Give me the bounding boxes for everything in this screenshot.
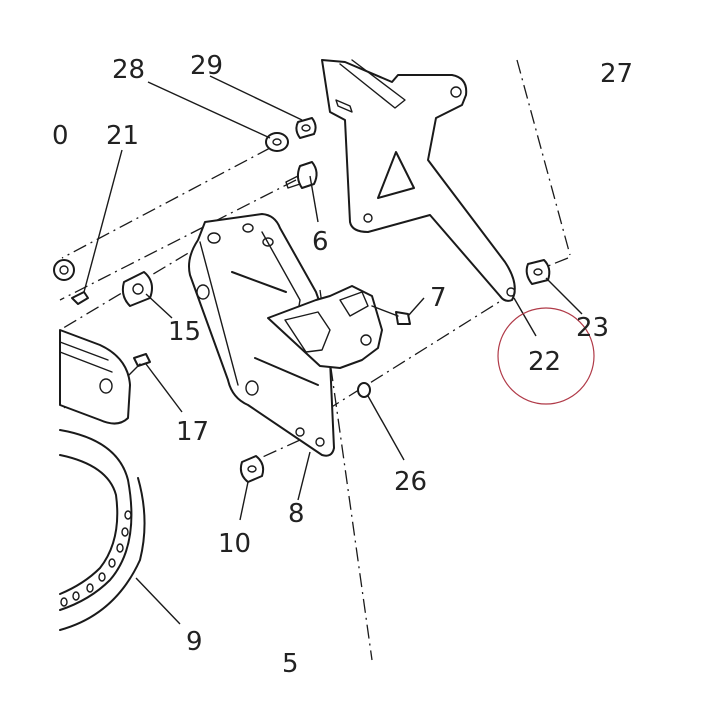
washer-edge bbox=[53, 259, 75, 281]
callout-labels: 28 29 27 21 0 6 7 15 23 22 17 26 8 10 9 … bbox=[52, 51, 633, 679]
leader-21 bbox=[83, 149, 123, 293]
axis-line-10 bbox=[244, 439, 301, 466]
bracket-hole-1 bbox=[207, 232, 221, 244]
bracket-hole-4 bbox=[196, 284, 210, 300]
mudguard-rim bbox=[59, 477, 146, 631]
bracket-slot-lower bbox=[254, 357, 319, 386]
plate-holder-slot bbox=[335, 99, 353, 113]
mudguard-inner-curve bbox=[59, 454, 119, 595]
mudguard-vent-holes bbox=[60, 510, 132, 607]
reflector-triangle-icon bbox=[377, 151, 415, 199]
callout-5: 5 bbox=[282, 649, 299, 679]
plate-holder-hole-left bbox=[363, 213, 373, 223]
screw-17 bbox=[133, 353, 151, 367]
spacer-29 bbox=[295, 117, 317, 139]
bracket-mount-arm bbox=[267, 285, 383, 369]
bracket-arm-boss bbox=[339, 291, 369, 317]
bracket-hole-7 bbox=[315, 437, 325, 447]
callout-29: 29 bbox=[190, 51, 223, 81]
bracket-hole-5 bbox=[245, 380, 259, 396]
leader-28 bbox=[147, 81, 271, 139]
leader-17 bbox=[145, 363, 183, 413]
axis-line-6 bbox=[59, 179, 297, 301]
leader-15 bbox=[145, 293, 173, 319]
plate-holder-edge bbox=[339, 59, 406, 109]
plate-holder-bracket bbox=[321, 59, 516, 302]
grommet-15 bbox=[121, 271, 153, 307]
leader-22 bbox=[513, 297, 537, 337]
callout-7: 7 bbox=[430, 283, 447, 313]
mudguard-outer-curve bbox=[59, 429, 133, 611]
callout-21: 21 bbox=[106, 121, 139, 151]
callout-26: 26 bbox=[394, 467, 427, 497]
leader-10 bbox=[239, 481, 249, 521]
plate-holder-hole-22 bbox=[506, 287, 516, 297]
bracket-slot-upper bbox=[231, 271, 287, 293]
callout-9: 9 bbox=[186, 627, 203, 657]
callout-22: 22 bbox=[528, 347, 561, 377]
side-plate-hole bbox=[99, 378, 113, 394]
side-plate bbox=[59, 329, 131, 425]
bracket-hole-6 bbox=[295, 427, 305, 437]
plate-holder-hole-top bbox=[450, 86, 462, 98]
axis-line-27 bbox=[516, 59, 571, 256]
leader-6 bbox=[309, 175, 319, 223]
main-bracket bbox=[188, 213, 383, 457]
bracket-arm-hole bbox=[360, 334, 372, 346]
bracket-arm-cutout bbox=[284, 311, 331, 353]
callout-6: 6 bbox=[312, 227, 329, 257]
callout-10: 10 bbox=[218, 529, 251, 559]
axis-line-26 bbox=[329, 291, 516, 409]
callout-28: 28 bbox=[112, 55, 145, 85]
leader-26 bbox=[367, 395, 405, 461]
washer-28 bbox=[265, 132, 289, 152]
spacer-23 bbox=[525, 259, 551, 285]
screw-21 bbox=[71, 291, 89, 305]
leader-lines bbox=[83, 75, 583, 625]
callout-27: 27 bbox=[600, 59, 633, 89]
callout-15: 15 bbox=[168, 317, 201, 347]
screw-7 bbox=[395, 311, 411, 325]
bracket-hole-3 bbox=[262, 237, 274, 247]
side-plate-ribs bbox=[59, 341, 113, 373]
callout-23: 23 bbox=[576, 313, 609, 343]
axis-line-28 bbox=[61, 147, 271, 259]
nut-10 bbox=[239, 455, 265, 483]
leader-23 bbox=[545, 277, 583, 315]
bracket-inner-edge bbox=[199, 241, 239, 386]
screw-6 bbox=[296, 161, 318, 189]
fasteners bbox=[53, 117, 551, 483]
callout-8: 8 bbox=[288, 499, 305, 529]
leader-9 bbox=[135, 577, 181, 625]
leader-7 bbox=[407, 297, 425, 317]
callout-17: 17 bbox=[176, 417, 209, 447]
oring-26 bbox=[357, 382, 371, 398]
highlight-circle-22 bbox=[497, 307, 595, 405]
callout-0: 0 bbox=[52, 121, 69, 151]
bracket-hole-2 bbox=[242, 223, 254, 233]
leader-8 bbox=[297, 451, 311, 501]
rear-frame-section bbox=[59, 329, 146, 631]
leader-29 bbox=[209, 75, 303, 121]
